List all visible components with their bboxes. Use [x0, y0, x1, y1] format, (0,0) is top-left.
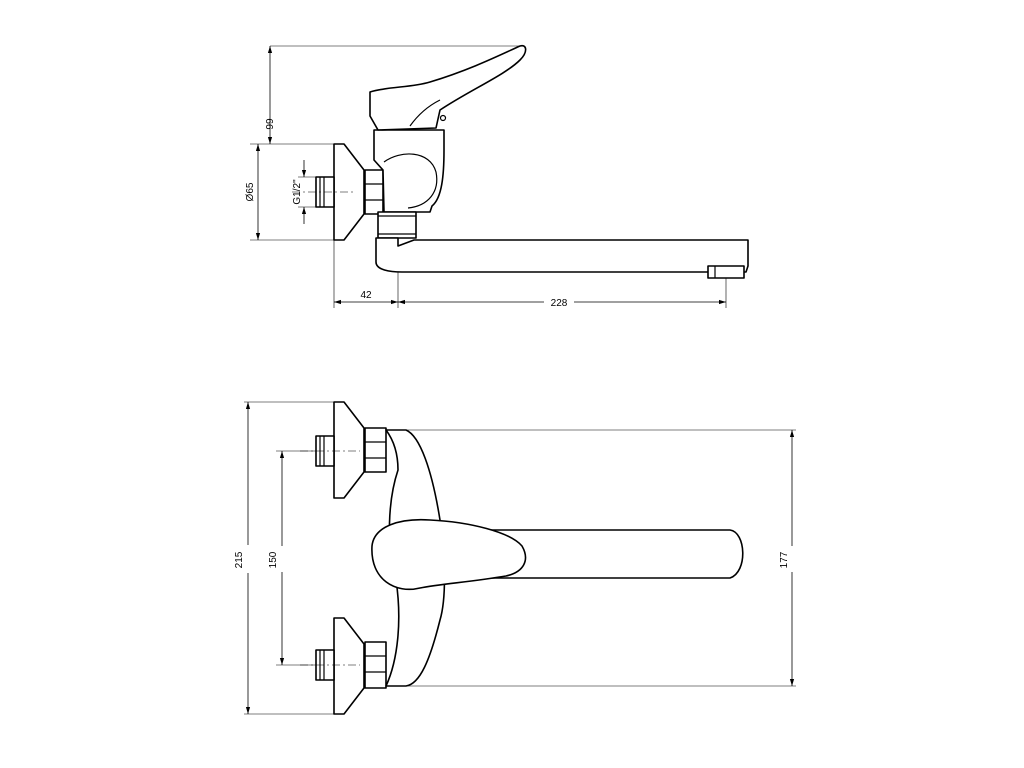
top-upper-rosette: [333, 401, 365, 499]
dim-label-thread: G1/2": [292, 179, 303, 205]
dim-label-215: 215: [234, 551, 245, 568]
top-upper-nut: [364, 427, 387, 473]
dim-label-177: 177: [779, 551, 790, 568]
side-hex-nut: [364, 169, 384, 215]
top-lower-nut: [364, 641, 387, 689]
side-spout: [375, 237, 749, 273]
top-lever-handle: [371, 518, 527, 591]
side-swivel-ring: [377, 211, 417, 239]
top-view: 215 150 177: [234, 401, 796, 715]
dim-label-diameter: Ø65: [245, 182, 256, 201]
top-lower-rosette: [333, 617, 365, 715]
dim-label-99: 99: [265, 118, 276, 130]
side-view: 99 Ø65 G1/2" 42 228: [245, 44, 749, 309]
side-mixer-body: [373, 129, 445, 213]
side-lever-handle: [369, 44, 527, 131]
side-aerator: [707, 265, 745, 279]
dim-label-150: 150: [268, 551, 279, 568]
dim-label-228: 228: [551, 298, 568, 309]
side-wall-rosette: [333, 143, 365, 241]
dim-label-42: 42: [360, 290, 372, 301]
